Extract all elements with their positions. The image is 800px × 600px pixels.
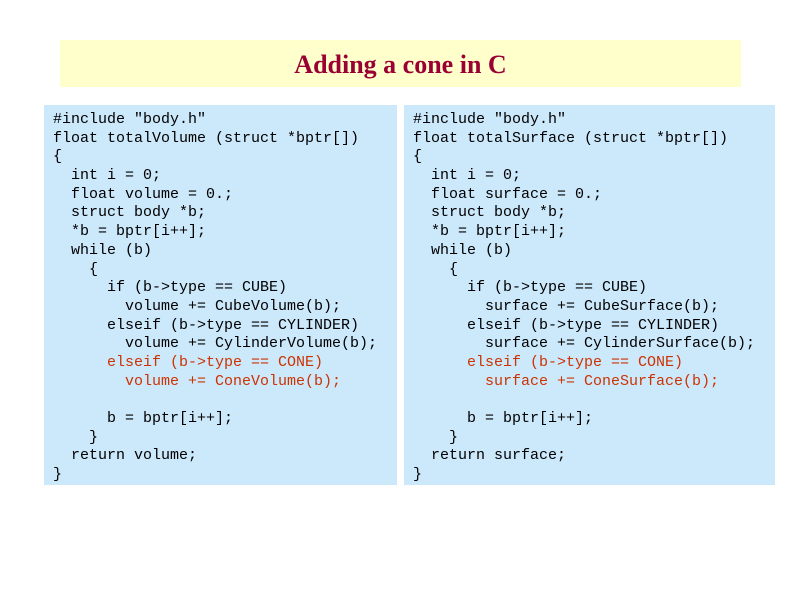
code-line: if (b->type == CUBE) (413, 279, 648, 297)
code-panel-total-surface: #include "body.h"float totalSurface (str… (404, 105, 775, 485)
code-line: #include "body.h" (53, 111, 207, 128)
code-line: *b = bptr[i++]; (53, 223, 207, 241)
code-line: float totalSurface (struct *bptr[]) (413, 129, 729, 147)
code-line (413, 391, 775, 410)
code-line-highlighted: surface += ConeSurface(b); (413, 372, 720, 390)
code-line: struct body *b; (413, 204, 567, 222)
code-line: { (53, 148, 63, 166)
code-line: struct body *b; (53, 204, 207, 222)
code-line: #include "body.h" (413, 111, 567, 128)
code-line: b = bptr[i++]; (53, 410, 234, 427)
code-line: return surface; (413, 447, 567, 465)
code-panel-total-volume: #include "body.h"float totalVolume (stru… (44, 105, 397, 485)
code-line: if (b->type == CUBE) (53, 279, 288, 297)
code-line: { (413, 260, 459, 278)
code-line: *b = bptr[i++]; (413, 223, 567, 241)
code-line: elseif (b->type == CYLINDER) (53, 316, 360, 334)
code-line: } (53, 428, 99, 446)
code-line (53, 391, 397, 410)
code-line: while (b) (53, 241, 153, 259)
code-line-highlighted: volume += ConeVolume(b); (53, 372, 342, 390)
code-line: while (b) (413, 241, 513, 259)
code-line: { (413, 148, 423, 166)
code-line: b = bptr[i++]; (413, 410, 594, 427)
slide-title: Adding a cone in C (294, 49, 507, 79)
code-line: float surface = 0.; (413, 185, 603, 203)
code-line: return volume; (53, 447, 198, 465)
code-line: int i = 0; (53, 167, 162, 185)
code-line: elseif (b->type == CYLINDER) (413, 316, 720, 334)
code-line: } (53, 466, 63, 484)
code-line: } (413, 466, 423, 484)
code-line: volume += CylinderVolume(b); (53, 335, 378, 353)
code-line-highlighted: elseif (b->type == CONE) (413, 353, 684, 371)
code-line: int i = 0; (413, 167, 522, 185)
code-line: surface += CylinderSurface(b); (413, 335, 756, 353)
code-line: } (413, 428, 459, 446)
code-line-highlighted: elseif (b->type == CONE) (53, 353, 324, 371)
code-line: float volume = 0.; (53, 185, 234, 203)
code-line: volume += CubeVolume(b); (53, 297, 342, 315)
code-line: surface += CubeSurface(b); (413, 297, 720, 315)
title-banner: Adding a cone in C (60, 40, 741, 87)
code-line: { (53, 260, 99, 278)
code-line: float totalVolume (struct *bptr[]) (53, 129, 360, 147)
